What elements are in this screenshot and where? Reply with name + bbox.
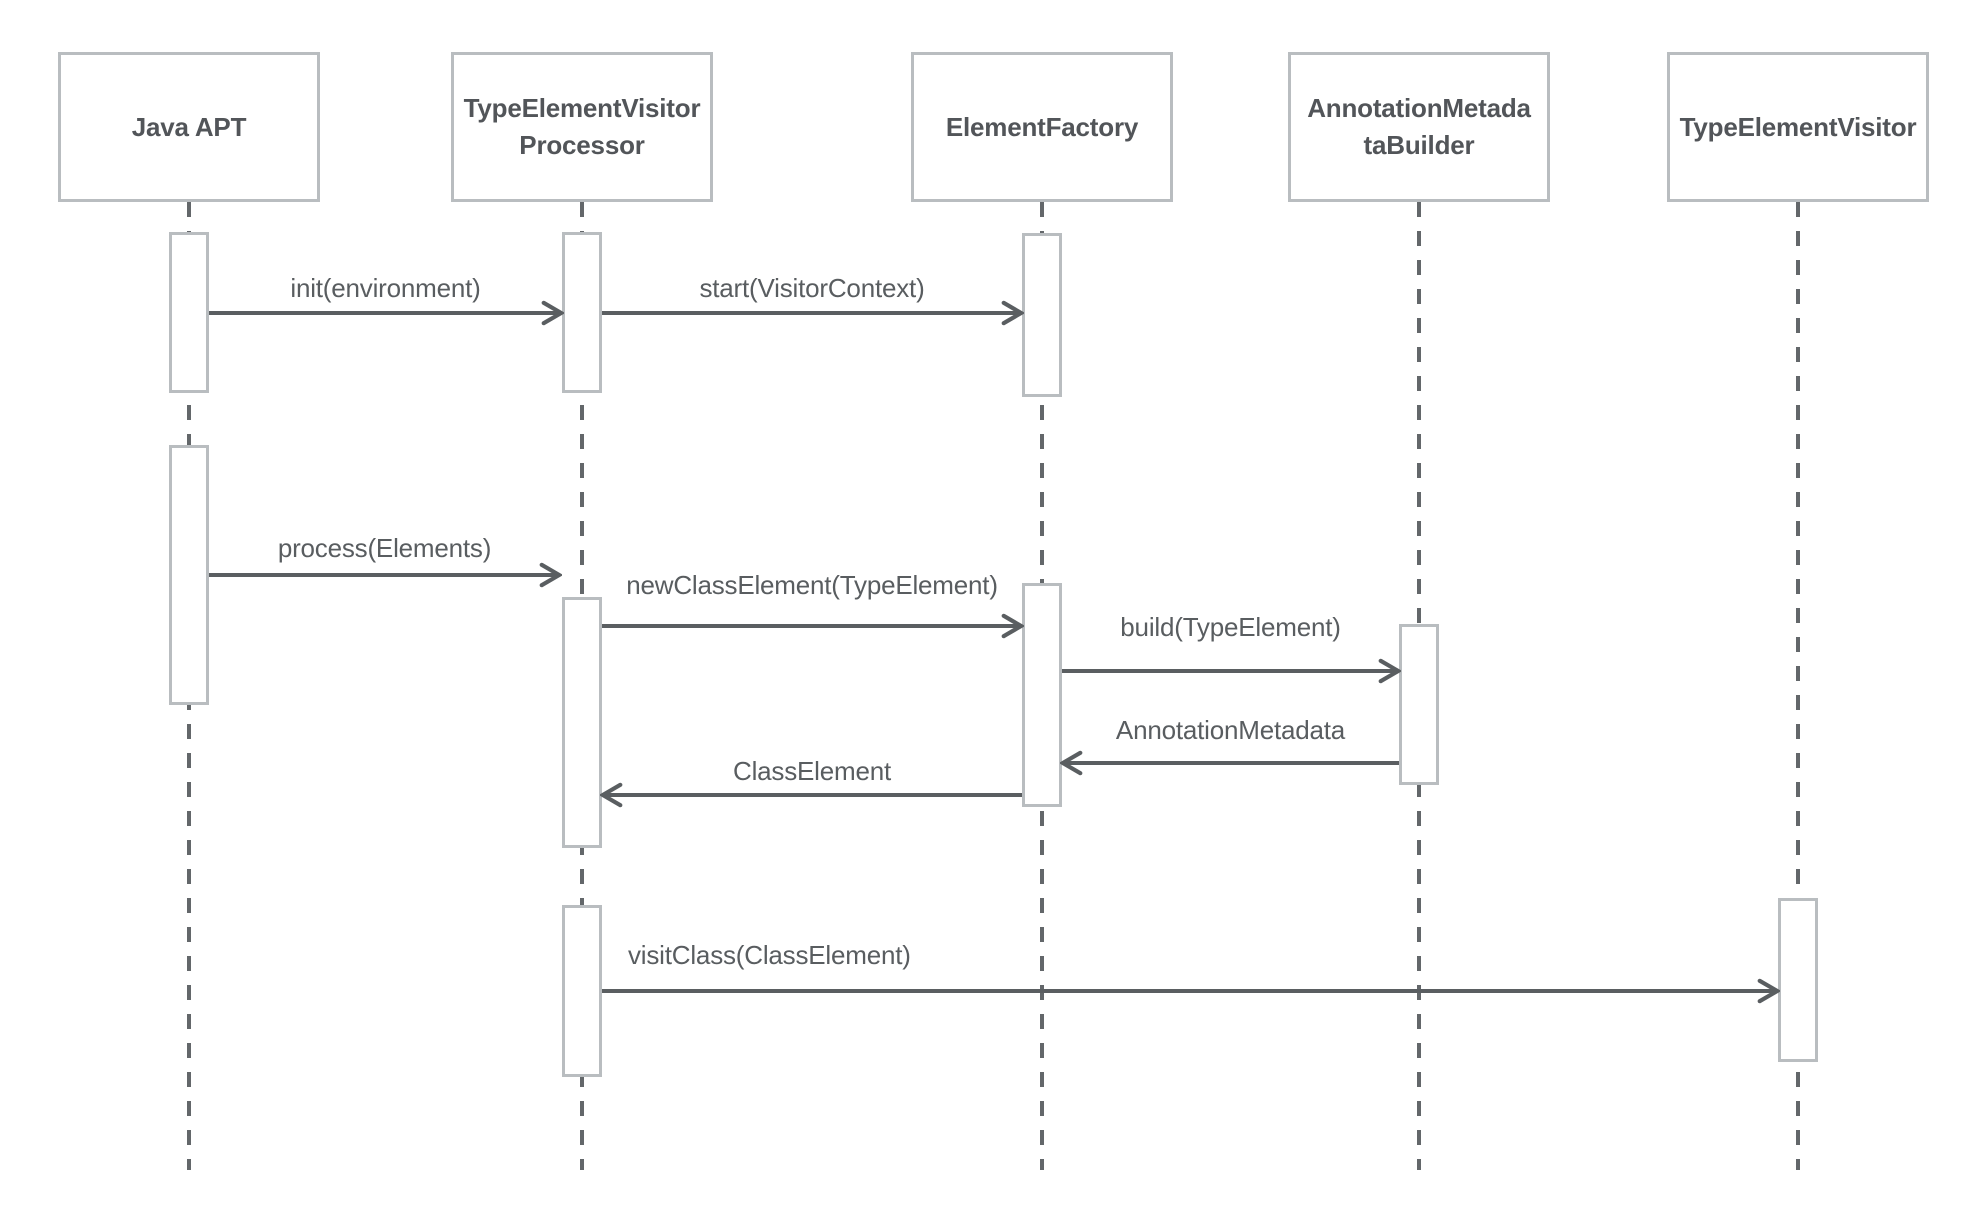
message-build-type-element: build(TypeElement) (1062, 612, 1401, 684)
message-line (1062, 761, 1399, 765)
arrowhead-left-icon (1060, 750, 1083, 776)
message-line (602, 793, 1022, 797)
message-line (602, 989, 1778, 993)
activation-type-element-visitor-processor-1 (562, 232, 602, 393)
message-label: start(VisitorContext) (699, 273, 925, 303)
message-line (209, 311, 562, 315)
participant-title: ElementFactory (946, 109, 1138, 146)
message-label: newClassElement(TypeElement) (626, 570, 998, 600)
participant-label-line: AnnotationMetada (1307, 93, 1531, 123)
arrowhead-right-icon (1378, 658, 1401, 684)
message-label: init(environment) (290, 273, 481, 303)
activation-java-apt-2 (169, 445, 209, 705)
message-label: visitClass(ClassElement) (628, 940, 911, 970)
activation-type-element-visitor-processor-3 (562, 905, 602, 1077)
participant-label-line: TypeElementVisitor (1679, 111, 1917, 142)
message-class-element-return: ClassElement (600, 756, 1022, 808)
activation-type-element-visitor-processor-2 (562, 597, 602, 848)
participant-box-type-element-visitor: TypeElementVisitor (1667, 52, 1929, 202)
message-annotation-metadata-return: AnnotationMetadata (1060, 715, 1399, 776)
message-line (1062, 669, 1399, 673)
arrowhead-right-icon (541, 300, 564, 326)
message-new-class-element: newClassElement(TypeElement) (602, 570, 1024, 639)
arrowhead-right-icon (1001, 613, 1024, 639)
participant-label-line: taBuilder (1363, 130, 1475, 160)
message-init-environment: init(environment) (209, 273, 564, 326)
message-process-elements: process(Elements) (209, 533, 562, 588)
participant-title: TypeElementVisitor Processor (464, 90, 701, 164)
message-label: AnnotationMetadata (1115, 715, 1346, 745)
message-start-visitor-context: start(VisitorContext) (602, 273, 1024, 326)
participant-label-line: ElementFactory (945, 111, 1139, 142)
message-line (602, 624, 1022, 628)
activation-element-factory-2 (1022, 583, 1062, 807)
participant-title: TypeElementVisitor (1680, 109, 1917, 146)
arrowhead-right-icon (539, 562, 562, 588)
message-label: ClassElement (733, 756, 891, 786)
participant-box-java-apt: Java APT (58, 52, 320, 202)
participant-box-annotation-metadata-builder: AnnotationMetada taBuilder (1288, 52, 1550, 202)
message-visit-class: visitClass(ClassElement) (602, 940, 1780, 1004)
participant-box-element-factory: ElementFactory (911, 52, 1173, 202)
message-line (602, 311, 1022, 315)
arrowhead-left-icon (600, 782, 623, 808)
participant-label-line: Java APT (131, 111, 247, 142)
message-line (209, 573, 560, 577)
arrowhead-right-icon (1001, 300, 1024, 326)
message-label: process(Elements) (277, 533, 492, 563)
participant-box-type-element-visitor-processor: TypeElementVisitor Processor (451, 52, 713, 202)
activation-annotation-metadata-builder-1 (1399, 624, 1439, 785)
participant-title: Java APT (132, 109, 247, 146)
participant-label-line: TypeElementVisitor (463, 93, 701, 123)
activation-type-element-visitor-1 (1778, 898, 1818, 1062)
participant-title: AnnotationMetada taBuilder (1307, 90, 1531, 164)
participant-label-line: Processor (519, 130, 645, 160)
activation-element-factory-1 (1022, 233, 1062, 397)
lifeline-type-element-visitor (1796, 202, 1800, 1170)
arrowhead-right-icon (1757, 978, 1780, 1004)
activation-java-apt-1 (169, 232, 209, 393)
message-label: build(TypeElement) (1120, 612, 1341, 642)
